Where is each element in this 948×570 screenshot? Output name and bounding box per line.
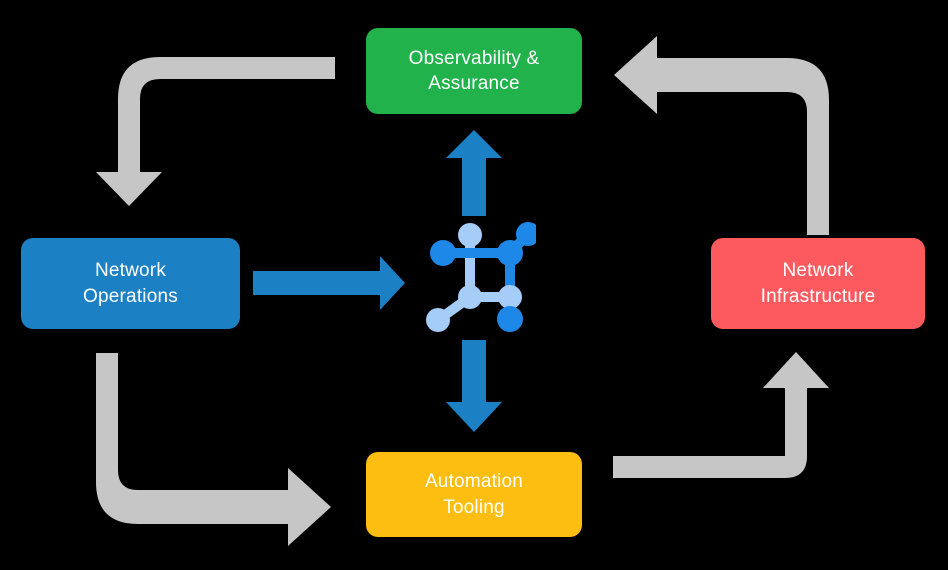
node-network-infrastructure[interactable]: Network Infrastructure	[711, 238, 925, 329]
node-label-network-operations: Network Operations	[83, 260, 178, 307]
node-network-operations[interactable]: Network Operations	[21, 238, 240, 329]
node-label-automation-tooling: Automation Tooling	[424, 471, 524, 518]
node-automation-tooling[interactable]: Automation Tooling	[366, 452, 582, 537]
node-label-observability: Observability & Assurance	[408, 47, 540, 94]
node-observability-assurance[interactable]: Observability & Assurance	[366, 28, 582, 114]
gray-arrow-automation-to-infrastructure	[613, 352, 829, 478]
topology-light-nodes	[426, 223, 522, 332]
gray-arrow-observability-to-operations	[96, 57, 335, 206]
blue-arrow-center-to-automation	[446, 340, 502, 432]
blue-arrow-center-to-observability	[446, 130, 502, 216]
gray-arrow-infrastructure-to-observability	[614, 36, 829, 235]
blue-arrow-operations-to-center	[253, 256, 405, 310]
topology-dark-nodes	[430, 222, 536, 332]
node-label-network-infrastructure: Network Infrastructure	[760, 260, 876, 307]
gray-arrow-operations-to-automation	[96, 353, 331, 546]
network-topology-icon	[426, 222, 536, 332]
